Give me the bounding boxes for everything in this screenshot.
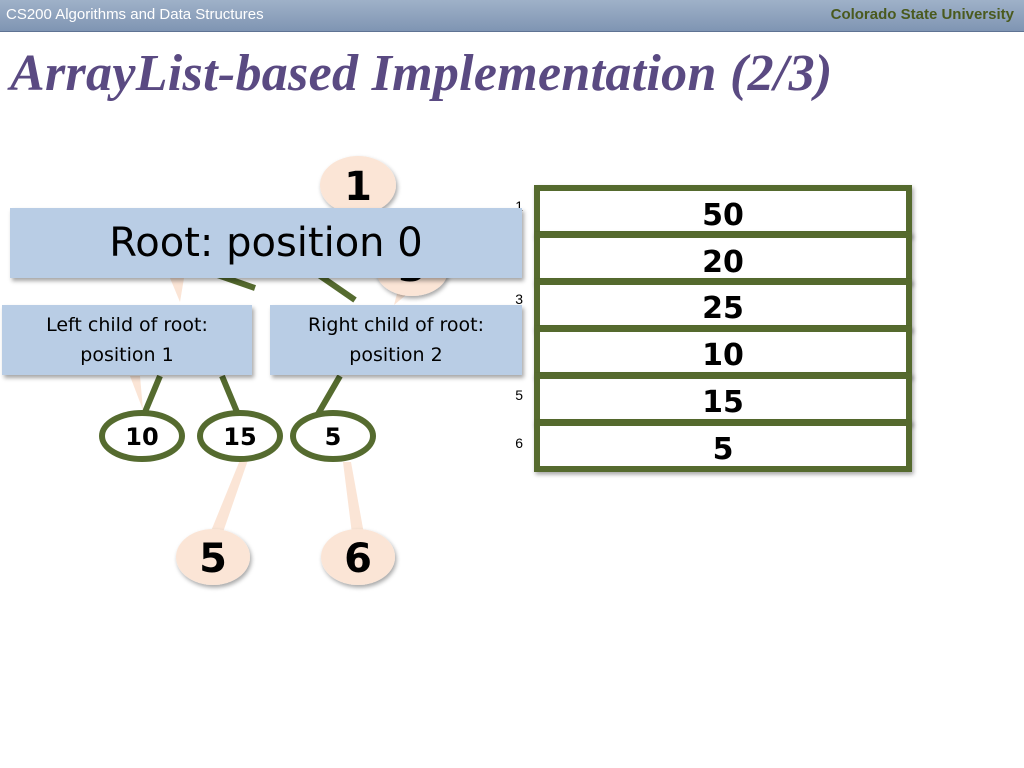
array-value: 25 [702,291,744,326]
tree-edge [315,374,343,416]
tree-edge [142,374,163,414]
array-index-labels: 1 3 5 6 [515,198,523,451]
tree-nodes: 10 15 5 [99,410,376,462]
bubble-pointer [170,278,184,302]
array-value: 5 [713,432,734,467]
position-label: 1 [344,164,372,210]
position-bubble [320,156,396,214]
array-cells: 50 20 25 10 15 5 [534,185,912,472]
tree-node-value: 5 [325,423,342,451]
callout-root-text: Root: position 0 [109,220,423,266]
array-value: 20 [702,245,744,280]
array-index: 1 [515,198,523,214]
callout-root: Root: position 0 [10,208,522,278]
tree-node-value: 10 [125,423,158,451]
tree-node [197,410,283,462]
bubble-pointer [130,376,143,410]
tree-node [290,410,376,462]
tree-node [99,410,185,462]
bubble-pointer [209,460,248,538]
array-cell [534,420,912,472]
callout-right-text: Right child of root: position 2 [307,314,485,366]
slide-title: ArrayList-based Implementation (2/3) [10,45,833,102]
position-label: 6 [344,536,372,582]
callout-right-child: Right child of root: position 2 [270,305,522,375]
array-index: 3 [515,291,523,307]
bubble-pointers [130,200,412,538]
slide-header: CS200 Algorithms and Data Structures Col… [0,0,1024,32]
position-label: 5 [199,536,227,582]
university-name: Colorado State University [830,6,1014,23]
tree-node-value: 15 [223,423,256,451]
position-bubble [176,529,250,585]
bubble-pointer [343,462,364,534]
array-value: 15 [702,385,744,420]
course-title: CS200 Algorithms and Data Structures [6,6,264,23]
array-value: 10 [702,338,744,373]
array-index: 5 [515,387,523,403]
array-value: 50 [702,198,744,233]
position-bubble [321,529,395,585]
array-index: 6 [515,435,523,451]
callout-left-text: Left child of root: position 1 [46,314,208,366]
tree-edge [219,374,240,414]
position-bubbles: 1 5 6 [176,156,448,585]
callout-left-child: Left child of root: position 1 [2,305,252,375]
